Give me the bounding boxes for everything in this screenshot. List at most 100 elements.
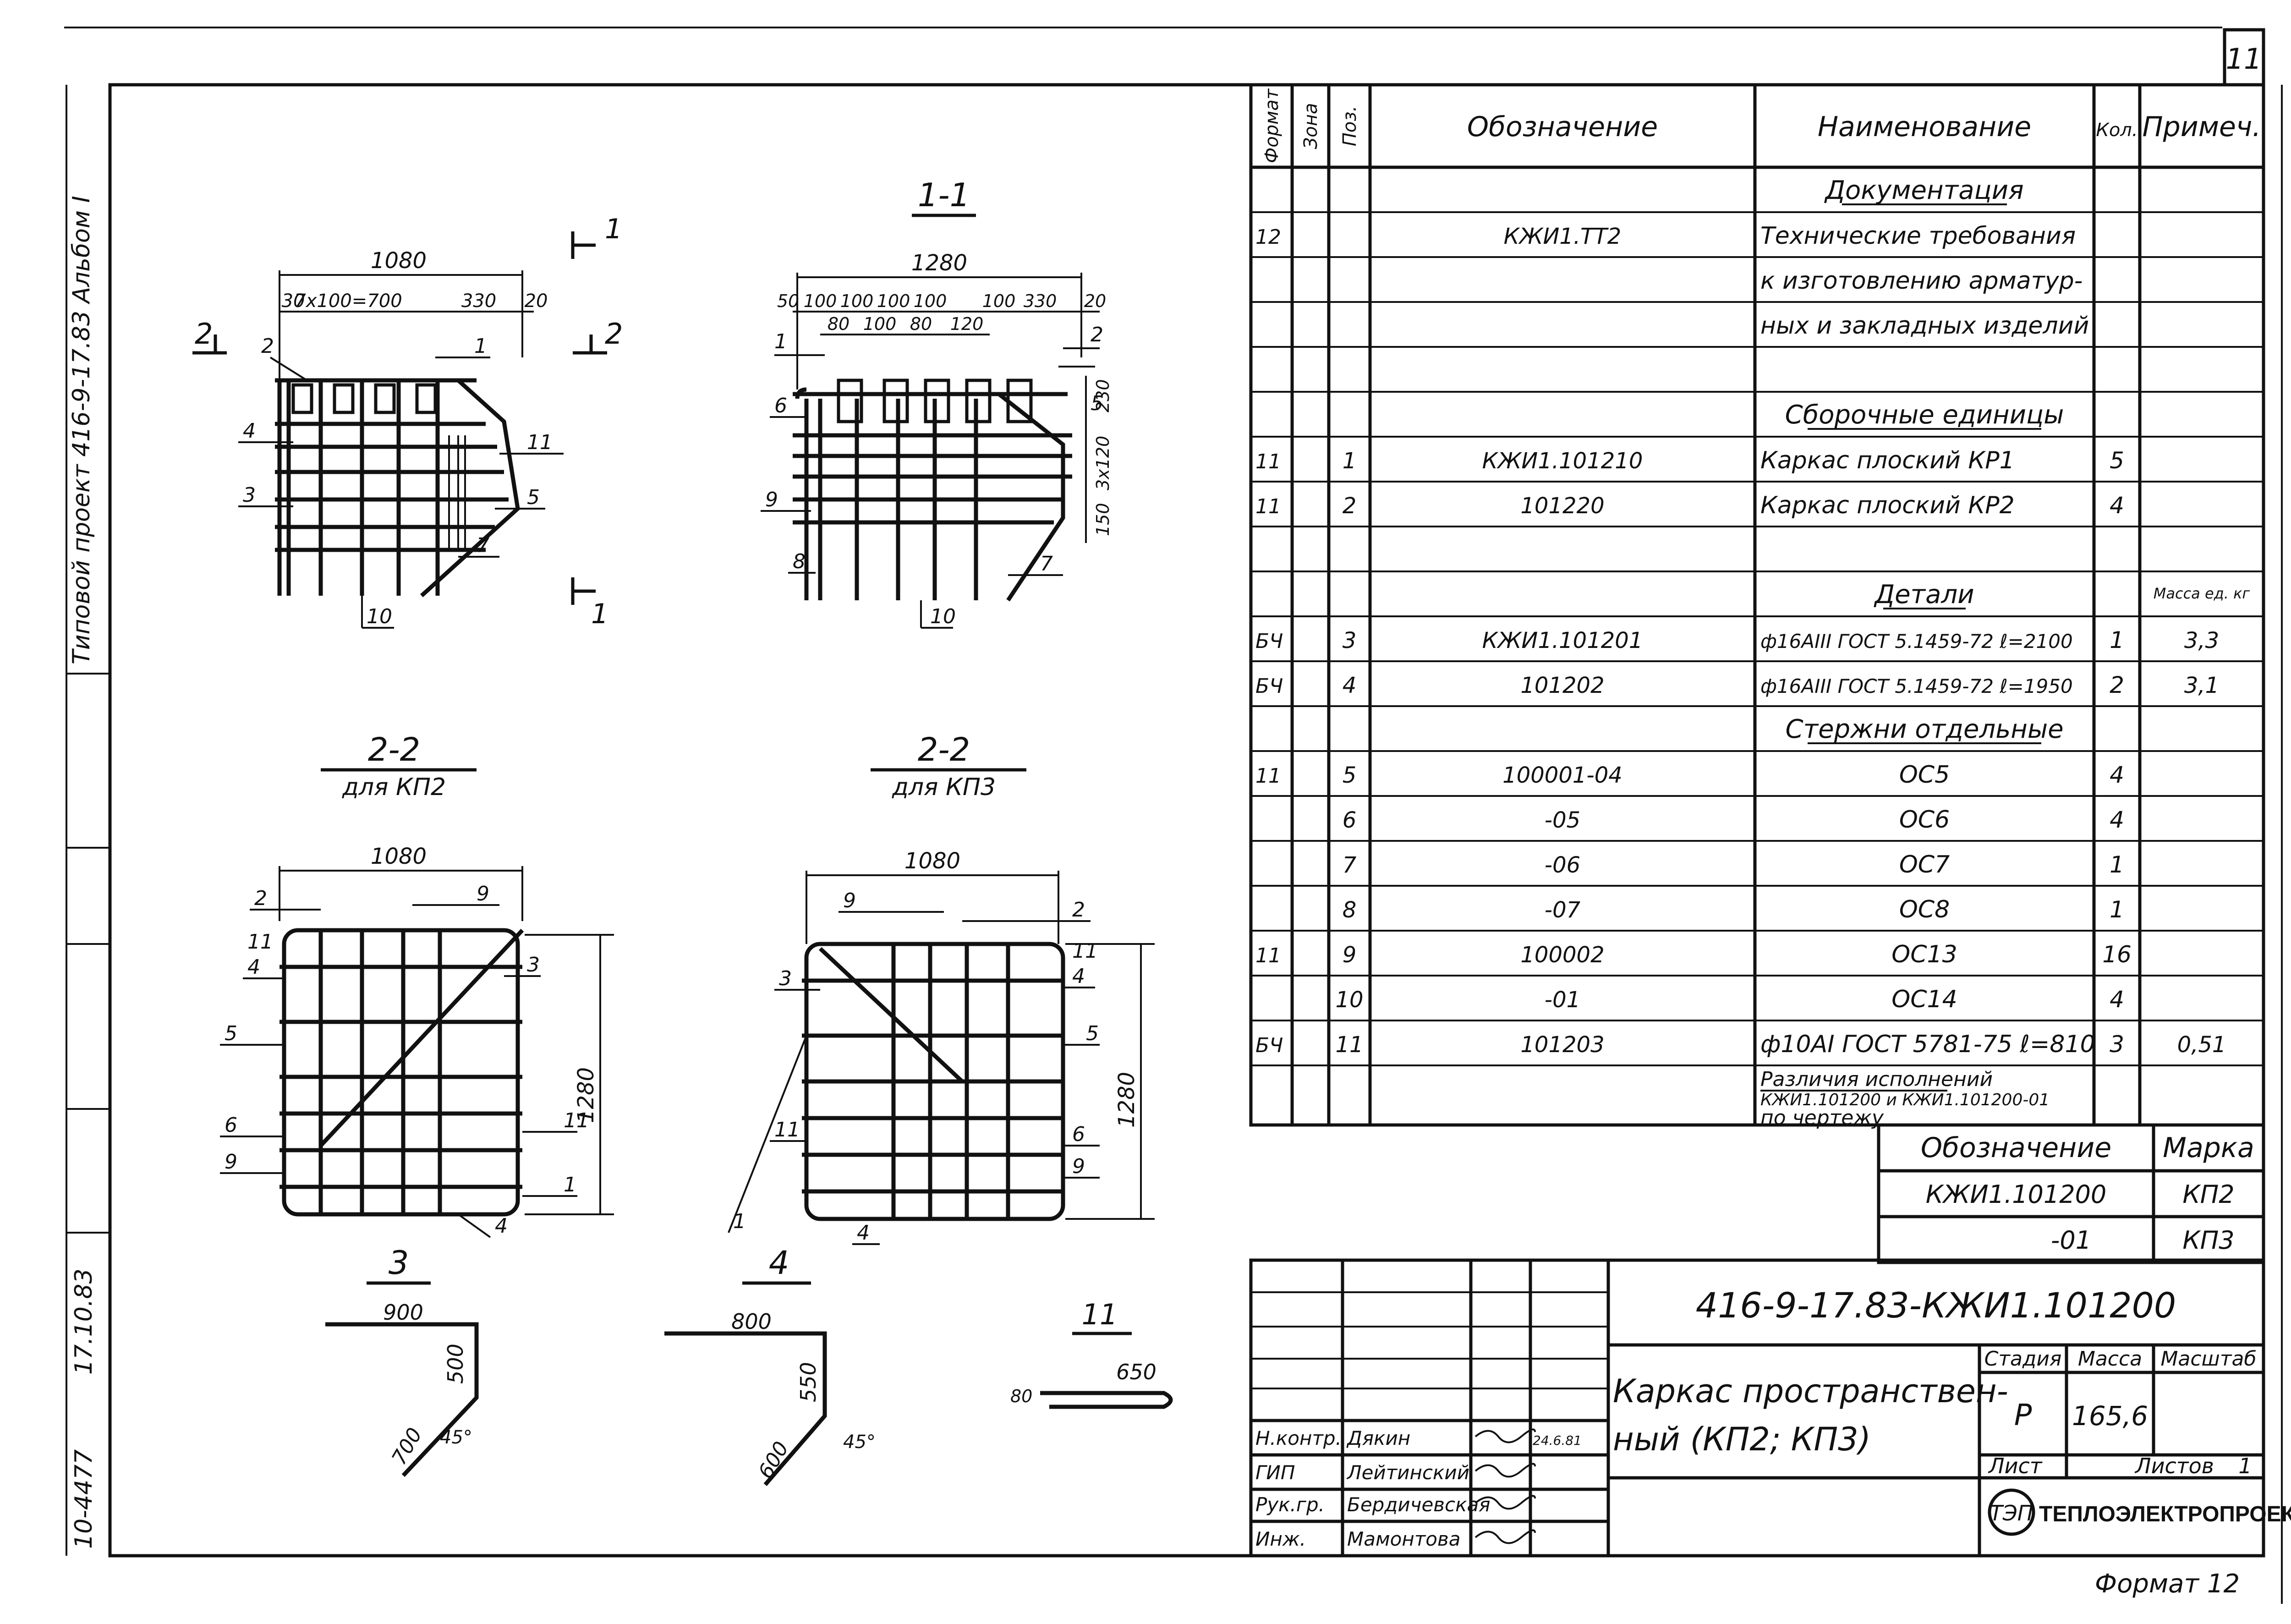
detail-4-title: 4	[769, 1244, 789, 1282]
row-format: БЧ	[1255, 630, 1283, 653]
svg-text:4: 4	[1072, 965, 1085, 988]
svg-text:30: 30	[282, 291, 305, 312]
sheets-value: 1	[2238, 1454, 2252, 1478]
table-header: Обозначение	[1467, 111, 1658, 143]
svg-text:4: 4	[247, 955, 260, 979]
table-header: Примеч.	[2143, 111, 2261, 143]
row-name: ных и закладных изделий	[1760, 312, 2089, 340]
svg-text:1: 1	[733, 1210, 746, 1233]
handwritten-signature-icon	[1474, 1529, 1536, 1544]
svg-text:50: 50	[777, 291, 799, 311]
signature-name: Лейтинский	[1346, 1461, 1469, 1484]
row-name: ОС8	[1899, 896, 1950, 923]
org-logo-icon: ТЭП	[1988, 1488, 2035, 1536]
svg-text:11: 11	[774, 1118, 800, 1141]
stage-label: Стадия	[1984, 1347, 2062, 1371]
svg-text:1: 1	[564, 1173, 576, 1196]
row-code: 101202	[1520, 673, 1604, 698]
signature-role: Рук.гр.	[1255, 1493, 1325, 1516]
detail-11-title: 11	[1082, 1298, 1118, 1331]
view-section-2-2-kp3: 2-2 для КП3 1080 1280 9 2 11 4 3 5 11	[728, 731, 1155, 1245]
row-format: 11	[1255, 944, 1281, 967]
svg-text:4: 4	[857, 1221, 870, 1245]
svg-text:6: 6	[774, 394, 787, 417]
row-position: 2	[1343, 493, 1357, 519]
section-2-2-kp3-title: 2-2	[918, 731, 970, 768]
row-position: 10	[1335, 987, 1363, 1013]
row-format: БЧ	[1255, 1034, 1283, 1057]
table-header: Зона	[1300, 103, 1321, 149]
svg-text:1280: 1280	[1114, 1072, 1140, 1128]
svg-text:9: 9	[225, 1150, 237, 1174]
row-note: 3,3	[2184, 628, 2219, 653]
variant-code: КЖИ1.101200	[1926, 1180, 2107, 1209]
row-name: ф10АI ГОСТ 5781-75 ℓ=810	[1760, 1031, 2095, 1058]
svg-text:1: 1	[774, 330, 787, 353]
row-position: 1	[1343, 448, 1357, 474]
svg-text:80: 80	[1010, 1386, 1032, 1406]
svg-text:5: 5	[1086, 1022, 1099, 1045]
svg-text:230: 230	[1093, 379, 1113, 412]
row-note: 0,51	[2177, 1032, 2226, 1058]
svg-text:100: 100	[914, 291, 947, 311]
row-format: БЧ	[1255, 675, 1283, 698]
row-note: 3,1	[2184, 673, 2219, 698]
signature-name: Бердичевская	[1347, 1493, 1491, 1516]
row-name: Технические требования	[1760, 222, 2076, 250]
detail-3: 3 900 500 700 45°	[325, 1244, 479, 1477]
svg-text:3x120: 3x120	[1093, 436, 1113, 490]
svg-text:4: 4	[243, 419, 256, 443]
signature-role: Инж.	[1255, 1528, 1306, 1550]
row-position: 7	[1343, 852, 1357, 878]
signature-date: 24.6.81	[1533, 1433, 1582, 1448]
svg-text:1080: 1080	[904, 848, 960, 874]
diff-note: КЖИ1.101200 и КЖИ1.101200-01	[1760, 1091, 2050, 1109]
row-code: КЖИ1.101201	[1482, 628, 1643, 653]
svg-text:80: 80	[828, 314, 850, 334]
row-format: 11	[1255, 495, 1281, 518]
row-name: Каркас плоский КР2	[1760, 492, 2015, 519]
variants-header: Марка	[2163, 1132, 2254, 1164]
row-format: 12	[1255, 225, 1281, 249]
section-2-2-kp2-title: 2-2	[368, 731, 420, 768]
table-header: Формат	[1261, 88, 1283, 163]
org-name: ТЕПЛОЭЛЕКТРОПРОЕКТ	[2039, 1502, 2291, 1526]
scale-label: Масштаб	[2160, 1347, 2256, 1371]
row-quantity: 2	[2110, 672, 2124, 698]
svg-text:2: 2	[254, 887, 267, 910]
table-header: Кол.	[2096, 120, 2138, 141]
svg-text:2: 2	[1072, 898, 1085, 922]
svg-text:5: 5	[1091, 392, 1103, 415]
svg-text:11: 11	[564, 1109, 589, 1132]
format-label: Формат 12	[2095, 1569, 2240, 1599]
side-stamp: 10-4477	[70, 1449, 98, 1549]
section-2-2-kp3-subtitle: для КП3	[892, 774, 996, 801]
signature-role: ГИП	[1255, 1461, 1295, 1484]
svg-text:7x100=700: 7x100=700	[294, 291, 402, 312]
svg-text:3: 3	[243, 483, 256, 507]
svg-text:11: 11	[527, 431, 553, 454]
row-quantity: 4	[2110, 807, 2124, 833]
variant-mark: КП3	[2182, 1226, 2234, 1255]
svg-text:1280: 1280	[911, 250, 967, 276]
variants-header: Обозначение	[1921, 1132, 2111, 1164]
row-code: 101220	[1520, 493, 1604, 519]
row-name: ОС14	[1891, 986, 1957, 1013]
row-quantity: 5	[2110, 447, 2124, 474]
svg-text:1080: 1080	[371, 248, 427, 274]
doc-code: 416-9-17.83-КЖИ1.101200	[1696, 1285, 2176, 1326]
row-position: 4	[1343, 673, 1357, 698]
variant-mark: КП2	[2182, 1180, 2234, 1209]
row-name: ОС6	[1899, 806, 1950, 834]
variant-code: -01	[2051, 1226, 2091, 1255]
signature-role: Н.контр.	[1255, 1427, 1342, 1449]
row-section-heading: Детали	[1873, 580, 1974, 609]
row-code: 101203	[1520, 1032, 1604, 1058]
svg-text:800: 800	[731, 1309, 772, 1334]
svg-text:2: 2	[1091, 323, 1103, 346]
svg-text:1: 1	[591, 598, 608, 630]
mass-label: Масса	[2078, 1347, 2142, 1371]
svg-text:5: 5	[225, 1022, 237, 1045]
